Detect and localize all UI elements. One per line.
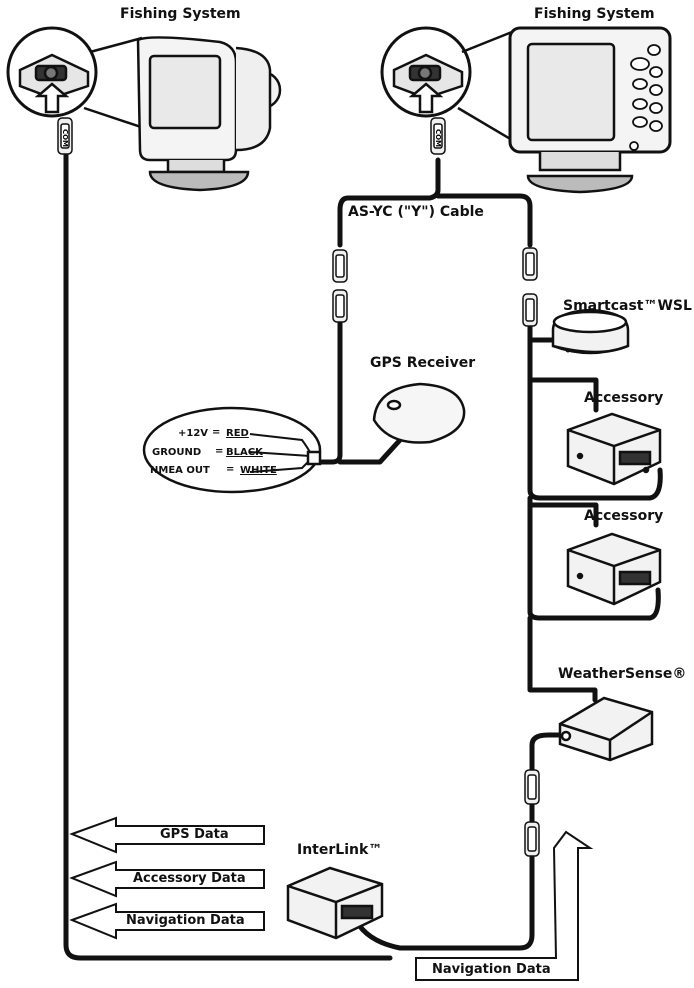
arrow-text-navigation-data-left: Navigation Data [126,913,245,928]
interlink-cable [349,732,563,951]
chain-accessory-1-loop [527,377,663,501]
y-cable-right [435,193,533,248]
connector-y-left-upper [332,249,348,283]
wire-black: BLACK [226,447,263,458]
y-cable [337,157,441,248]
eq-1: = [212,427,221,438]
gps-receiver-device [372,382,466,444]
wire-white: WHITE [240,465,277,476]
gps-to-receiver [337,437,403,465]
eq-2: = [215,446,224,457]
wire-red: RED [226,428,249,439]
label-weathersense: WeatherSense® [558,666,687,682]
chain-accessory-2 [527,495,599,528]
interlink-device [286,866,384,940]
chain-accessory-1 [527,337,599,413]
smartcast-device [551,308,630,355]
arrow-text-gps-data: GPS Data [160,827,229,842]
arrow-text-navigation-data-bottom: Navigation Data [432,962,551,977]
accessory-box-1 [566,412,662,486]
connector-y-right-upper [522,247,538,281]
connector-y-right-lower [522,293,538,327]
accessory-box-2 [566,532,662,606]
label-ground: GROUND [152,447,202,458]
arrow-text-accessory-data: Accessory Data [133,871,246,886]
com-connector-right [430,117,446,155]
label-interlink: InterLink™ [297,842,383,858]
com-text-left: COM [61,129,69,147]
label-plus12v: +12V [178,428,209,439]
com-text-right: COM [434,129,442,147]
com-connector-left [57,117,73,155]
chain-weathersense [527,615,598,703]
label-fishing-system-left: Fishing System [120,6,241,22]
accessory-data-arrow [69,860,265,898]
label-nmea-out: NMEA OUT [150,465,210,476]
eq-3: = [226,464,235,475]
fishing-system-left [6,26,282,192]
weathersense-device [558,696,654,762]
connector-y-left-lower [332,289,348,323]
chain-accessory-2-loop [527,502,661,621]
cables [63,147,663,961]
data-arrows [69,816,594,981]
label-accessory-1: Accessory [584,390,664,406]
gps-data-arrow [69,816,265,854]
gps-cable [317,307,343,465]
navigation-data-arrow-up [415,830,594,981]
navigation-data-arrow-left [69,902,265,940]
fishing-system-right [380,26,672,194]
label-accessory-2: Accessory [584,508,664,524]
label-gps-receiver: GPS Receiver [370,355,476,371]
connector-weathersense-upper [524,769,540,805]
com-connectors [57,117,540,857]
left-com-cable [63,147,393,961]
connector-weathersense-lower [524,821,540,857]
wiring-ellipse [142,406,322,494]
label-y-cable: AS-YC ("Y") Cable [348,204,484,220]
label-fishing-system-right: Fishing System [534,6,655,22]
label-smartcast: Smartcast™WSL [563,298,692,314]
